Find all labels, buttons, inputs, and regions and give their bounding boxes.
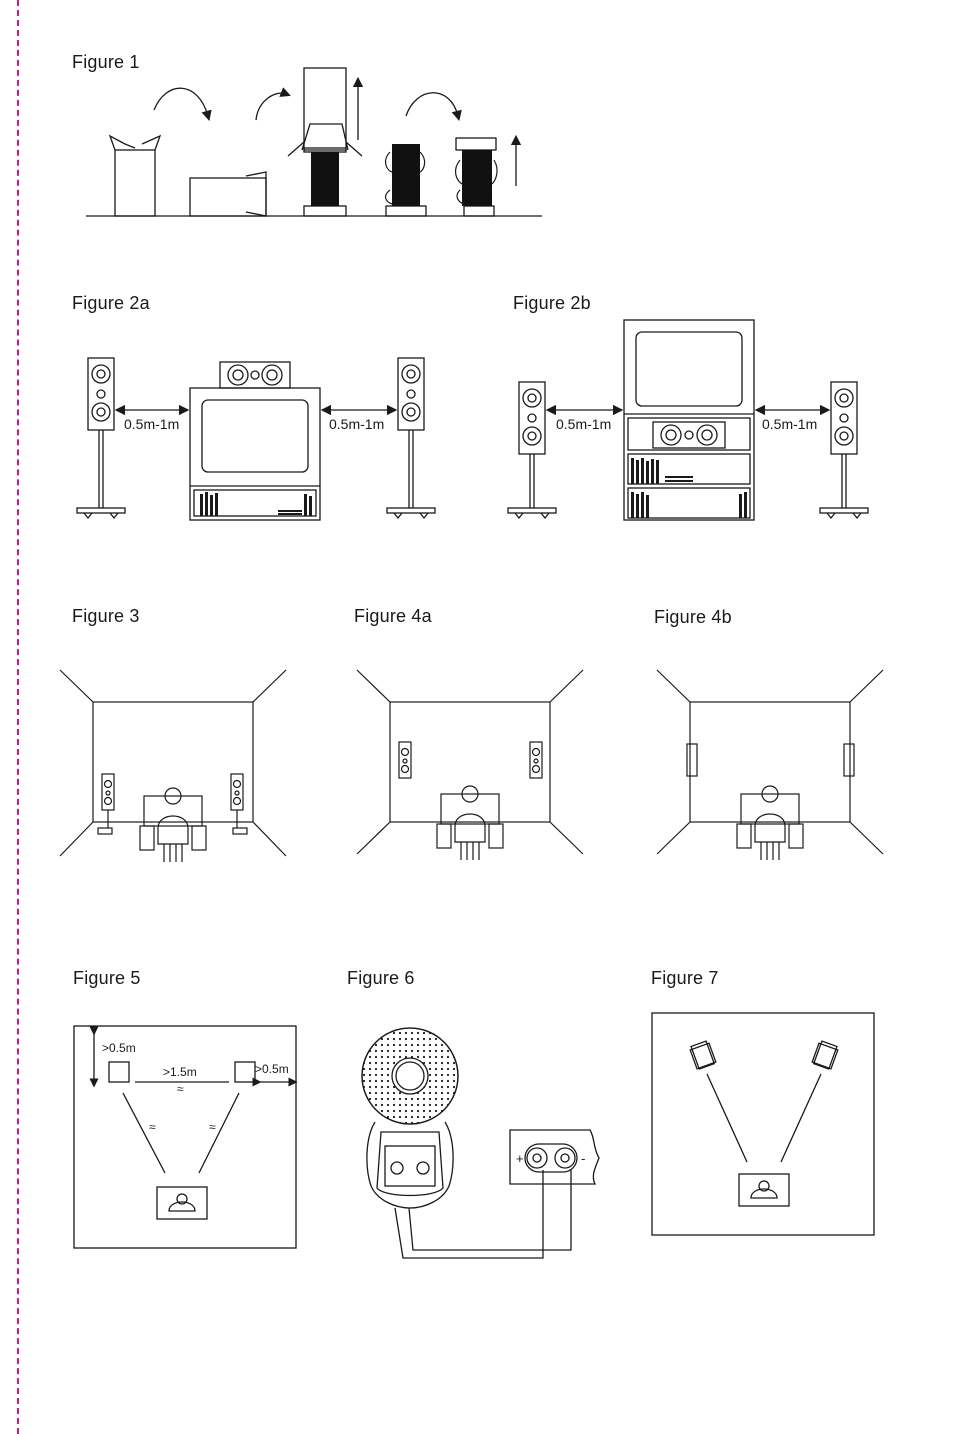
fig2a-right-distance: 0.5m-1m <box>329 416 384 432</box>
figure-2b-speaker-placement: 0.5m-1m 0.5m-1m <box>507 319 869 521</box>
fig5-side-distance: >0.5m <box>255 1062 289 1076</box>
figure-2a-speaker-placement: 0.5m-1m 0.5m-1m <box>76 357 436 521</box>
figure-2b-label: Figure 2b <box>513 293 591 313</box>
figure-7-toe-in-diagram <box>651 1012 875 1236</box>
fig5-approx-left: ≈ <box>149 1120 156 1134</box>
fig6-minus-terminal: - <box>581 1151 585 1166</box>
fig2a-left-distance: 0.5m-1m <box>124 416 179 432</box>
figure-6-label: Figure 6 <box>347 968 415 988</box>
figure-5-label: Figure 5 <box>73 968 141 988</box>
fig2b-right-distance: 0.5m-1m <box>762 416 817 432</box>
figure-1-label: Figure 1 <box>72 52 140 72</box>
margin-guide-line <box>17 0 19 1434</box>
figure-4a-room-onwall <box>356 669 584 860</box>
fig5-approx-top: ≈ <box>177 1082 184 1096</box>
figure-1-unboxing-diagram <box>86 67 542 217</box>
figure-4a-label: Figure 4a <box>354 606 432 626</box>
figure-3-room-floorstanding <box>59 669 287 862</box>
figure-3-label: Figure 3 <box>72 606 140 626</box>
figure-5-distance-diagram: >0.5m >1.5m >0.5m ≈ ≈ ≈ <box>73 1025 298 1249</box>
figure-4b-room-inwall <box>656 669 884 860</box>
figure-7-label: Figure 7 <box>651 968 719 988</box>
figure-6-wiring-diagram: + - <box>361 1027 600 1259</box>
figure-2a-label: Figure 2a <box>72 293 150 313</box>
fig2b-left-distance: 0.5m-1m <box>556 416 611 432</box>
fig5-wall-distance: >0.5m <box>102 1041 136 1055</box>
fig5-approx-right: ≈ <box>209 1120 216 1134</box>
fig5-speaker-spacing: >1.5m <box>163 1065 197 1079</box>
figure-4b-label: Figure 4b <box>654 607 732 627</box>
fig6-plus-terminal: + <box>516 1151 524 1166</box>
